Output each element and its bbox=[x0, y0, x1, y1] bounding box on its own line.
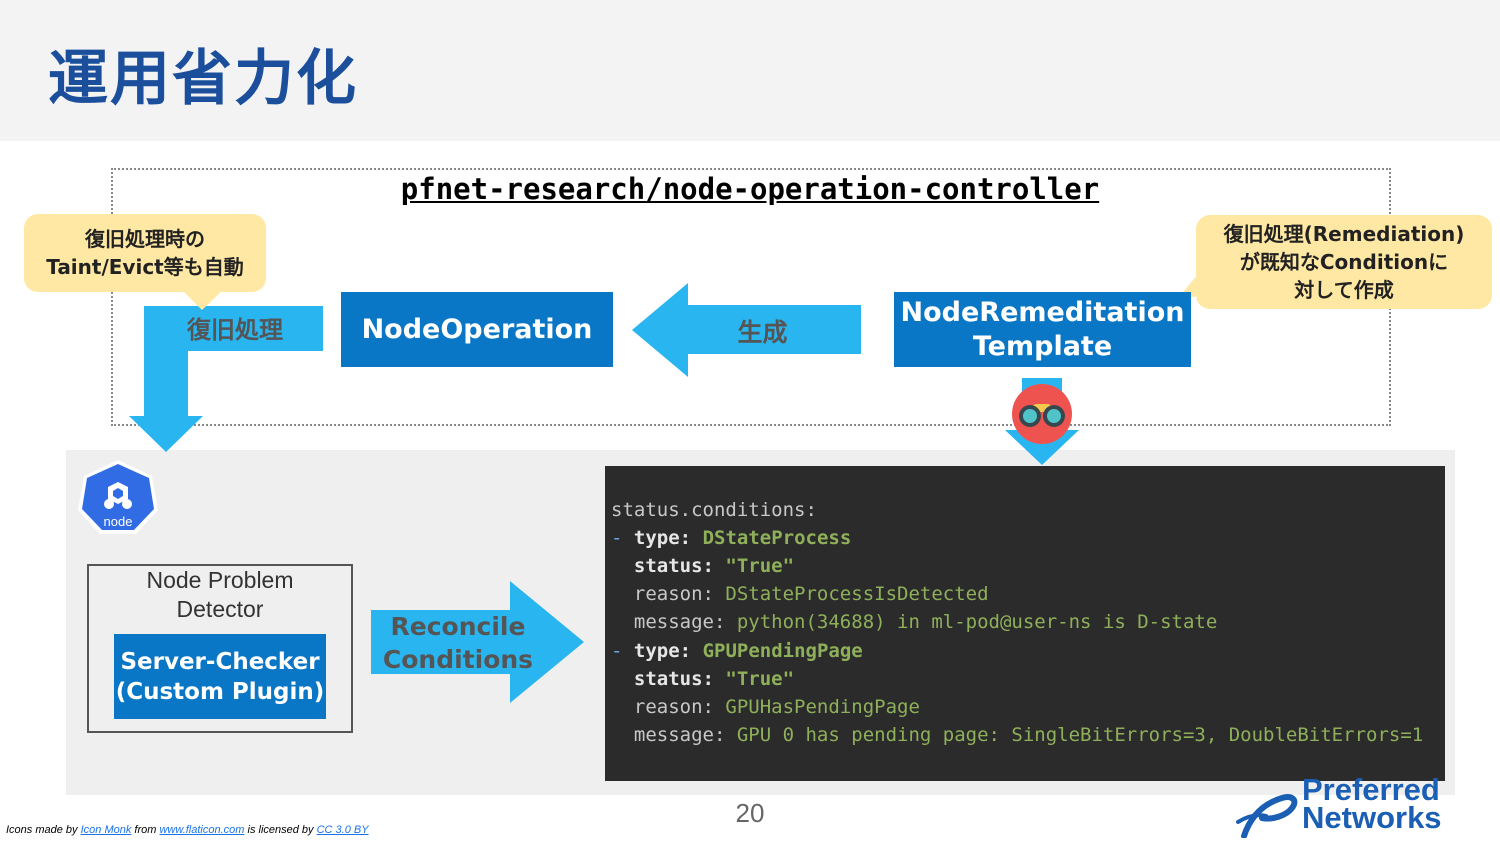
recovery-arrow bbox=[129, 306, 323, 452]
server-checker-line2: (Custom Plugin) bbox=[115, 678, 325, 705]
callout-left: 復旧処理時の Taint/Evict等も自動 bbox=[24, 214, 266, 292]
terminal-line-3: status: "True" bbox=[633, 555, 795, 577]
binoculars-icon bbox=[1012, 384, 1072, 444]
node-remediation-template-box: NodeRemeditation Template bbox=[894, 292, 1191, 367]
npd-label-line2: Detector bbox=[176, 596, 264, 622]
generate-label: 生成 bbox=[737, 318, 788, 347]
reconcile-arrow bbox=[371, 581, 584, 703]
callout-left-tail bbox=[180, 288, 225, 310]
page-title: 運用省力化 bbox=[48, 44, 358, 114]
callout-right-line2: が既知なConditionに bbox=[1239, 250, 1449, 274]
server-checker-box: Server-Checker (Custom Plugin) bbox=[114, 634, 326, 719]
callout-left-line2: Taint/Evict等も自動 bbox=[46, 255, 244, 279]
terminal-line-8: reason: GPUHasPendingPage bbox=[633, 696, 920, 718]
terminal-line-9: message: GPU 0 has pending page: SingleB… bbox=[633, 724, 1424, 746]
terminal-line-7: status: "True" bbox=[633, 668, 795, 690]
node-operation-box: NodeOperation bbox=[341, 292, 613, 367]
page-number: 20 bbox=[735, 798, 765, 828]
pfn-logo-text: Preferred Networks bbox=[1302, 772, 1497, 835]
flaticon-link[interactable]: www.flaticon.com bbox=[159, 824, 245, 836]
callout-right-line1: 復旧処理(Remediation) bbox=[1223, 222, 1465, 246]
logo-line1: Preferred bbox=[1302, 772, 1440, 807]
status-conditions-terminal: status.conditions: - type: DStateProcess… bbox=[605, 466, 1445, 781]
npd-label: Node Problem Detector bbox=[87, 566, 353, 624]
generate-arrow bbox=[632, 283, 861, 377]
terminal-line-4: reason: DStateProcessIsDetected bbox=[633, 583, 989, 605]
terminal-line-6: - type: GPUPendingPage bbox=[611, 640, 863, 662]
server-checker-line1: Server-Checker bbox=[120, 648, 320, 675]
header-bar bbox=[0, 0, 1500, 141]
terminal-line-5: message: python(34688) in ml-pod@user-ns… bbox=[633, 611, 1218, 633]
node-remediation-line2: Template bbox=[972, 330, 1113, 362]
pfn-logo-icon bbox=[1236, 794, 1298, 838]
node-icon-label: node bbox=[103, 514, 133, 529]
node-remediation-line1: NodeRemeditation bbox=[900, 296, 1185, 328]
icon-monk-link[interactable]: Icon Monk bbox=[80, 824, 132, 836]
kubernetes-node-icon bbox=[78, 460, 158, 534]
npd-label-line1: Node Problem bbox=[146, 567, 294, 593]
logo-line2: Networks bbox=[1302, 800, 1442, 835]
callout-left-line1: 復旧処理時の bbox=[85, 227, 205, 251]
reconcile-label: Reconcile Conditions bbox=[378, 610, 538, 676]
repo-link[interactable]: pfnet-research/node-operation-controller bbox=[400, 172, 1100, 206]
terminal-line-1: status.conditions: bbox=[611, 499, 817, 521]
recovery-label: 復旧処理 bbox=[187, 316, 283, 344]
icon-attribution: Icons made by Icon Monk from www.flatico… bbox=[6, 824, 369, 836]
reconcile-line2: Conditions bbox=[382, 645, 534, 674]
license-link[interactable]: CC 3.0 BY bbox=[316, 824, 369, 836]
callout-right: 復旧処理(Remediation) が既知なConditionに 対して作成 bbox=[1196, 215, 1492, 309]
reconcile-line1: Reconcile bbox=[390, 612, 526, 641]
callout-right-line3: 対して作成 bbox=[1294, 278, 1394, 302]
terminal-line-2: - type: DStateProcess bbox=[611, 527, 852, 549]
